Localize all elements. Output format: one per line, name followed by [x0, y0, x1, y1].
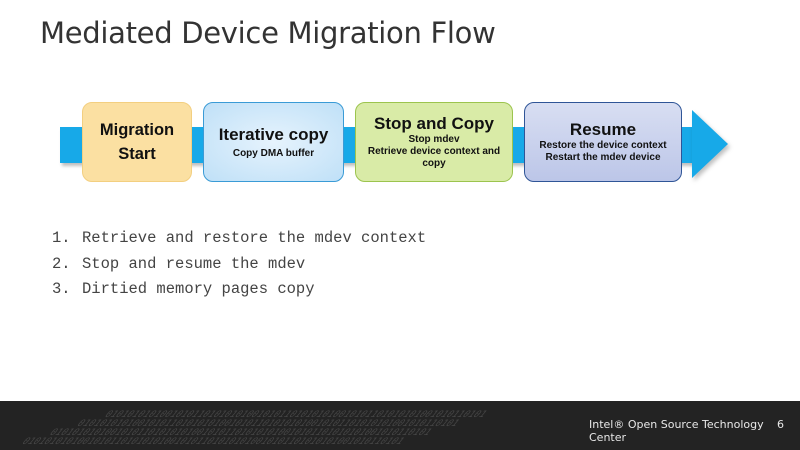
list-text: Dirtied memory pages copy — [82, 280, 315, 298]
list-item: 1. Retrieve and restore the mdev context — [52, 226, 426, 252]
step-title: Iterative copy — [218, 124, 329, 144]
step-subtitle-2: Retrieve device context and copy — [367, 146, 501, 169]
list-number: 1. — [52, 229, 71, 247]
step-title-line2: Start — [118, 145, 156, 163]
step-title-line1: Migration — [99, 121, 175, 139]
footer-org-name: Intel® Open Source Technology Center — [589, 418, 764, 444]
slide-title: Mediated Device Migration Flow — [40, 16, 496, 50]
step-stop-and-copy: Stop and Copy Stop mdev Retrieve device … — [355, 102, 513, 182]
list-number: 3. — [52, 280, 71, 298]
step-title: Stop and Copy — [374, 114, 494, 133]
list-item: 2. Stop and resume the mdev — [52, 252, 426, 278]
flow-arrow-head-icon — [692, 110, 728, 178]
step-resume: Resume Restore the device context Restar… — [524, 102, 682, 182]
step-subtitle-1: Stop mdev — [408, 134, 460, 145]
numbered-list: 1. Retrieve and restore the mdev context… — [52, 226, 426, 303]
step-title: Resume — [569, 120, 637, 139]
footer-bar: 0101010101001010110101010100101011010101… — [0, 401, 800, 450]
bits-row: 0101010101001010110101010100101011010101… — [18, 437, 407, 447]
list-item: 3. Dirtied memory pages copy — [52, 277, 426, 303]
step-iterative-copy: Iterative copy Copy DMA buffer — [203, 102, 344, 182]
step-migration-start: Migration Start — [82, 102, 192, 182]
step-subtitle-1: Restore the device context — [539, 140, 667, 151]
step-subtitle-2: Restart the mdev device — [545, 152, 661, 163]
list-text: Stop and resume the mdev — [82, 254, 306, 273]
list-number: 2. — [52, 254, 71, 273]
binary-pattern-decoration: 0101010101001010110101010100101011010101… — [19, 410, 669, 450]
step-subtitle: Copy DMA buffer — [232, 147, 315, 159]
list-text: Retrieve and restore the mdev context — [82, 229, 427, 247]
page-number: 6 — [777, 418, 784, 431]
